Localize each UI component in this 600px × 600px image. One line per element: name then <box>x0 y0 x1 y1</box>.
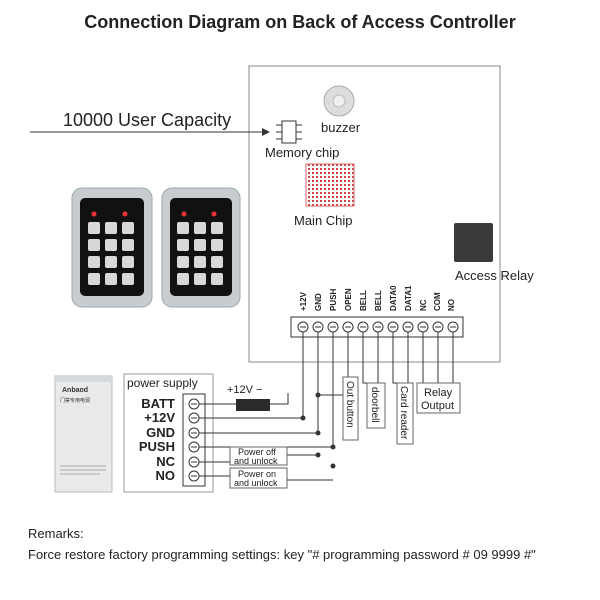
terminal-label: DATA1 <box>404 285 413 311</box>
access-relay-label: Access Relay <box>455 268 534 283</box>
ps-terminal-label: PUSH <box>139 439 175 454</box>
power-supply-terminal-block <box>182 393 206 487</box>
remarks: Remarks: Force restore factory programmi… <box>28 526 536 568</box>
terminal-label: OPEN <box>344 288 353 311</box>
ps-terminal-label: BATT <box>141 396 175 411</box>
power-off-box <box>229 446 288 466</box>
relay-icon <box>454 223 493 262</box>
power-supply-device: Anbaod 门禁专用电源 <box>54 375 113 493</box>
power-off-label-1: Power off <box>238 447 276 457</box>
controller-terminal-labels: +12V GND PUSH OPEN BELL BELL DATA0 DATA1… <box>299 285 456 311</box>
ps-terminal-label: NO <box>156 468 176 483</box>
terminal-label: GND <box>314 293 323 311</box>
relay-output-label-2: Output <box>421 400 454 412</box>
terminal-label: DATA0 <box>389 285 398 311</box>
brand-label: Anbaod <box>62 387 88 394</box>
battery-label: +12V − <box>227 384 262 396</box>
terminal-label: BELL <box>359 290 368 311</box>
memory-chip-icon <box>276 120 302 144</box>
main-chip-label: Main Chip <box>294 213 353 228</box>
power-on-label-1: Power on <box>238 469 276 479</box>
terminal-label: PUSH <box>329 289 338 311</box>
terminal-label: COM <box>433 292 442 311</box>
remarks-text: Force restore factory programming settin… <box>28 547 536 562</box>
battery-icon <box>236 399 270 411</box>
out-button-box <box>342 376 359 441</box>
power-on-label-2: and unlock <box>234 478 278 488</box>
terminal-label: NC <box>419 299 428 311</box>
relay-output-label-1: Relay <box>424 387 453 399</box>
capacity-label: 10000 User Capacity <box>63 110 231 130</box>
power-on-box <box>229 467 288 489</box>
memory-chip-label: Memory chip <box>265 145 339 160</box>
power-supply-terminal-labels: BATT +12V GND PUSH NC NO <box>139 396 176 483</box>
card-reader-label: Card reader <box>398 386 409 440</box>
controller-board <box>248 65 501 363</box>
keypad-right <box>161 187 241 308</box>
ps-terminal-label: GND <box>146 425 175 440</box>
controller-terminal-block <box>290 316 464 338</box>
terminal-label: BELL <box>374 290 383 311</box>
remarks-heading: Remarks: <box>28 526 84 541</box>
buzzer-label: buzzer <box>321 120 361 135</box>
buzzer-icon <box>323 85 355 117</box>
doorbell-box <box>366 382 386 429</box>
page-title: Connection Diagram on Back of Access Con… <box>84 12 516 32</box>
arrow-head-icon <box>262 128 270 136</box>
main-chip-icon <box>305 163 355 207</box>
ps-terminal-label: +12V <box>144 410 175 425</box>
chinese-label: 门禁专用电源 <box>60 397 90 404</box>
terminal-label: NO <box>447 299 456 311</box>
power-off-label-2: and unlock <box>234 456 278 466</box>
out-button-label: Out button <box>344 381 355 428</box>
power-supply-label: power supply <box>127 376 198 390</box>
relay-output-box <box>416 382 461 414</box>
wire-junctions <box>300 392 336 469</box>
keypad-left <box>71 187 153 308</box>
ps-terminal-label: NC <box>156 454 175 469</box>
terminal-label: +12V <box>299 291 308 311</box>
card-reader-box <box>396 382 414 445</box>
doorbell-label: doorbell <box>369 387 380 423</box>
